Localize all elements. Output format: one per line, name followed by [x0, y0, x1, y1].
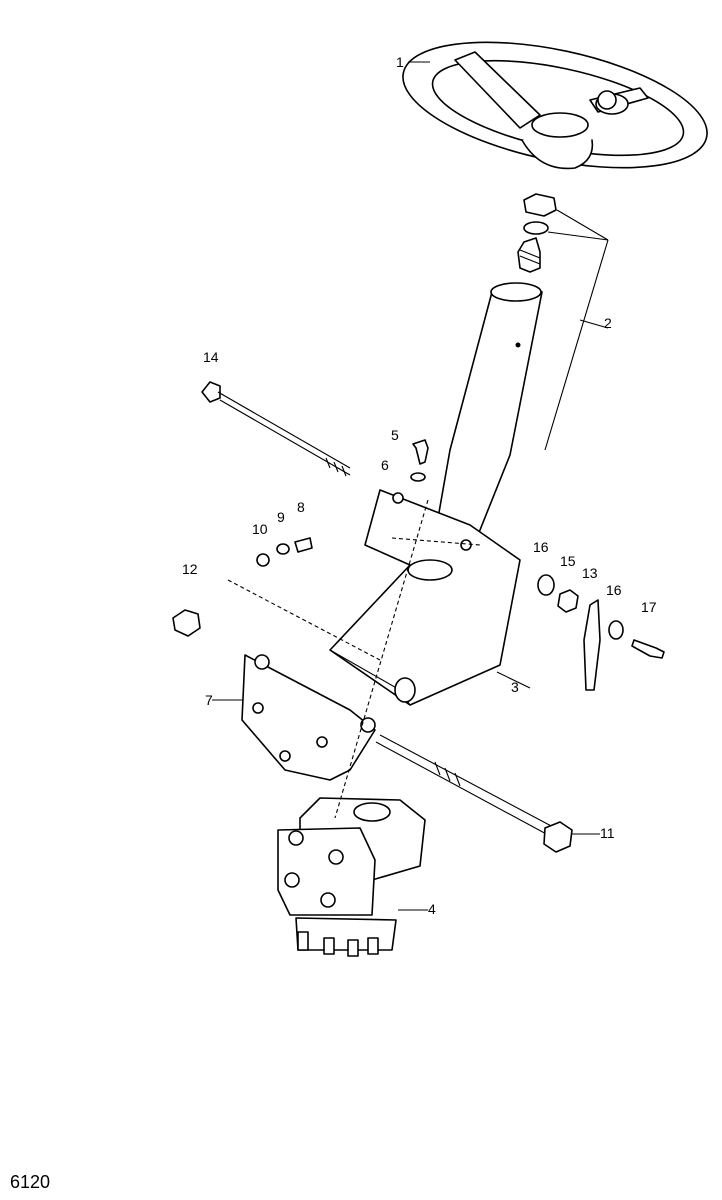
callout-10: 10 [252, 521, 268, 537]
callout-13: 13 [582, 565, 598, 581]
callout-16a: 16 [533, 539, 549, 555]
callout-17: 17 [641, 599, 657, 615]
callout-2: 2 [604, 315, 612, 331]
figure-number: 6120 [10, 1172, 50, 1192]
long-bolt-11 [375, 734, 573, 853]
callout-14: 14 [203, 349, 219, 365]
callout-8: 8 [297, 499, 305, 515]
callout-3: 3 [511, 679, 519, 695]
callout-4: 4 [428, 901, 436, 917]
mounting-plate [241, 654, 376, 781]
callout-5: 5 [391, 427, 399, 443]
callout-15: 15 [560, 553, 576, 569]
steering-wheel [402, 41, 708, 170]
callout-labels: 1 2 3 4 5 6 8 9 10 7 11 12 13 14 15 16 1… [182, 54, 657, 917]
callout-9: 9 [277, 509, 285, 525]
callout-6: 6 [381, 457, 389, 473]
callout-1: 1 [396, 54, 404, 70]
callout-7: 7 [205, 692, 213, 708]
callout-16b: 16 [606, 582, 622, 598]
small-hardware [172, 439, 429, 637]
steering-column-assembly [427, 193, 557, 576]
mounting-bracket [329, 489, 521, 706]
steering-control-unit [277, 797, 426, 957]
callout-12: 12 [182, 561, 198, 577]
leader-lines [212, 61, 609, 911]
long-bolt-14 [201, 381, 351, 477]
callout-11: 11 [600, 825, 615, 841]
linkage-hardware [537, 574, 665, 691]
